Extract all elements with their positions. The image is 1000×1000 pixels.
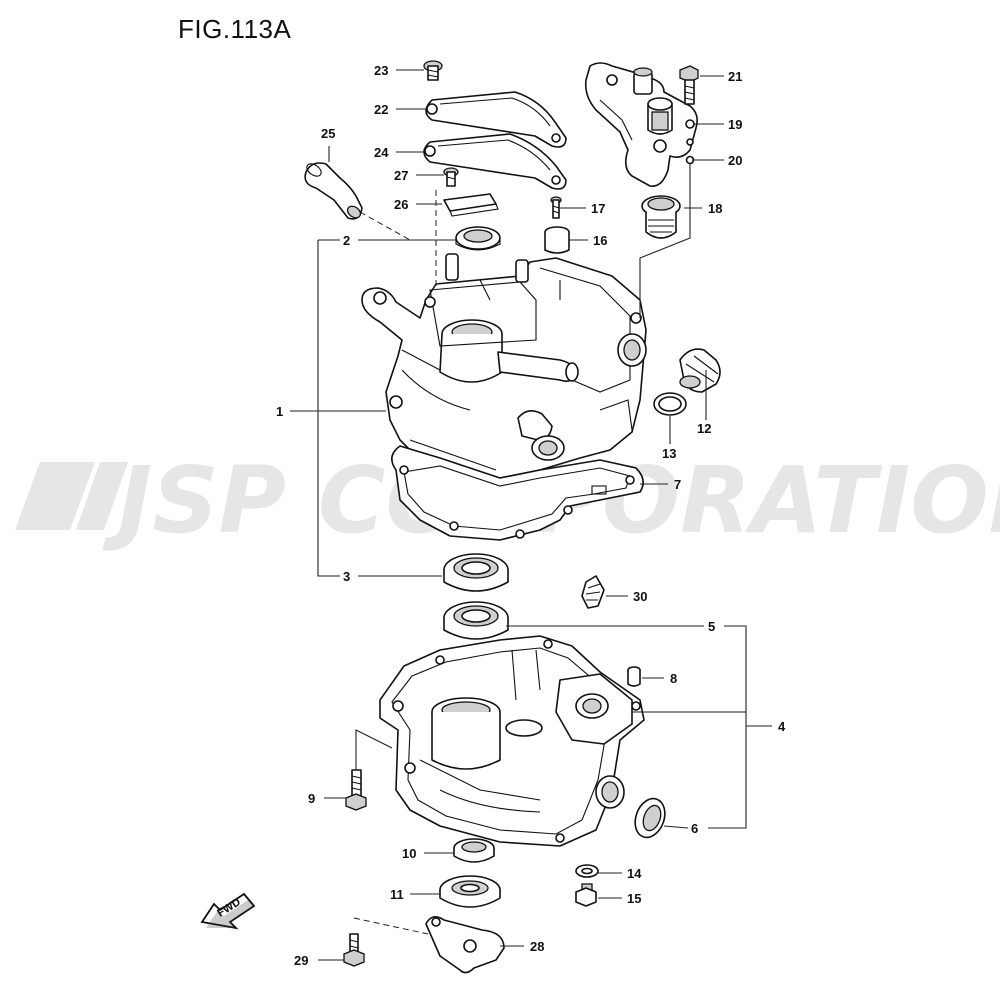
callout-26: 26	[394, 197, 408, 212]
dowel-pin-8	[627, 666, 641, 687]
callout-27: 27	[394, 168, 408, 183]
collar-16	[544, 226, 570, 254]
oil-seal-10	[453, 838, 495, 863]
thermostat-cover-19	[584, 62, 698, 187]
bracket-plate-24	[423, 133, 567, 190]
callout-18: 18	[708, 201, 722, 216]
callout-16: 16	[593, 233, 607, 248]
callout-7: 7	[674, 477, 681, 492]
seal-housing-11	[439, 875, 501, 908]
callout-1: 1	[276, 404, 283, 419]
watermark-logo-mark	[15, 462, 128, 530]
oil-seal-6	[634, 797, 666, 839]
callout-labels: 1 2 3 4 5 6 7 8 9 10 11 12 13 14 15 16 1…	[276, 63, 786, 968]
part-30	[581, 575, 605, 609]
callout-23: 23	[374, 63, 388, 78]
callout-30: 30	[633, 589, 647, 604]
bolt-21	[679, 65, 699, 105]
callout-13: 13	[662, 446, 676, 461]
callout-29: 29	[294, 953, 308, 968]
callout-8: 8	[670, 671, 677, 686]
fwd-arrow-icon: FWD	[200, 892, 256, 930]
callout-6: 6	[691, 821, 698, 836]
callout-4: 4	[778, 719, 786, 734]
bolt-29	[343, 933, 365, 967]
bracket-plate-22	[425, 91, 567, 148]
callout-11: 11	[390, 887, 404, 902]
figure-title: FIG.113A	[178, 14, 292, 44]
bearing-5	[443, 601, 509, 640]
callout-9: 9	[308, 791, 315, 806]
callout-10: 10	[402, 846, 416, 861]
callout-28: 28	[530, 939, 544, 954]
callout-25: 25	[321, 126, 335, 141]
cylinder-block-1	[361, 253, 647, 479]
callout-21: 21	[728, 69, 742, 84]
thermostat-18	[641, 195, 681, 239]
callout-17: 17	[591, 201, 605, 216]
callout-5: 5	[708, 619, 715, 634]
gasket-7	[391, 445, 644, 541]
callout-24: 24	[374, 145, 389, 160]
callout-19: 19	[728, 117, 742, 132]
leader-lines	[290, 69, 772, 961]
callout-15: 15	[627, 891, 641, 906]
plate-28	[425, 916, 505, 974]
hose-25	[304, 162, 363, 220]
screw-17	[550, 196, 562, 219]
washer-14	[575, 864, 599, 878]
screw-27	[443, 167, 459, 187]
callout-20: 20	[728, 153, 742, 168]
callout-12: 12	[697, 421, 711, 436]
bolt-9	[345, 769, 367, 811]
crankcase-4	[379, 635, 645, 847]
callout-22: 22	[374, 102, 388, 117]
seal-2	[455, 226, 501, 251]
callout-14: 14	[627, 866, 642, 881]
screw-23	[423, 60, 443, 81]
clip-26	[443, 193, 499, 217]
callout-2: 2	[343, 233, 350, 248]
drain-plug-15	[575, 883, 597, 907]
bearing-3	[443, 553, 509, 592]
callout-3: 3	[343, 569, 350, 584]
plug-12	[679, 348, 721, 393]
o-ring-13	[653, 392, 687, 416]
